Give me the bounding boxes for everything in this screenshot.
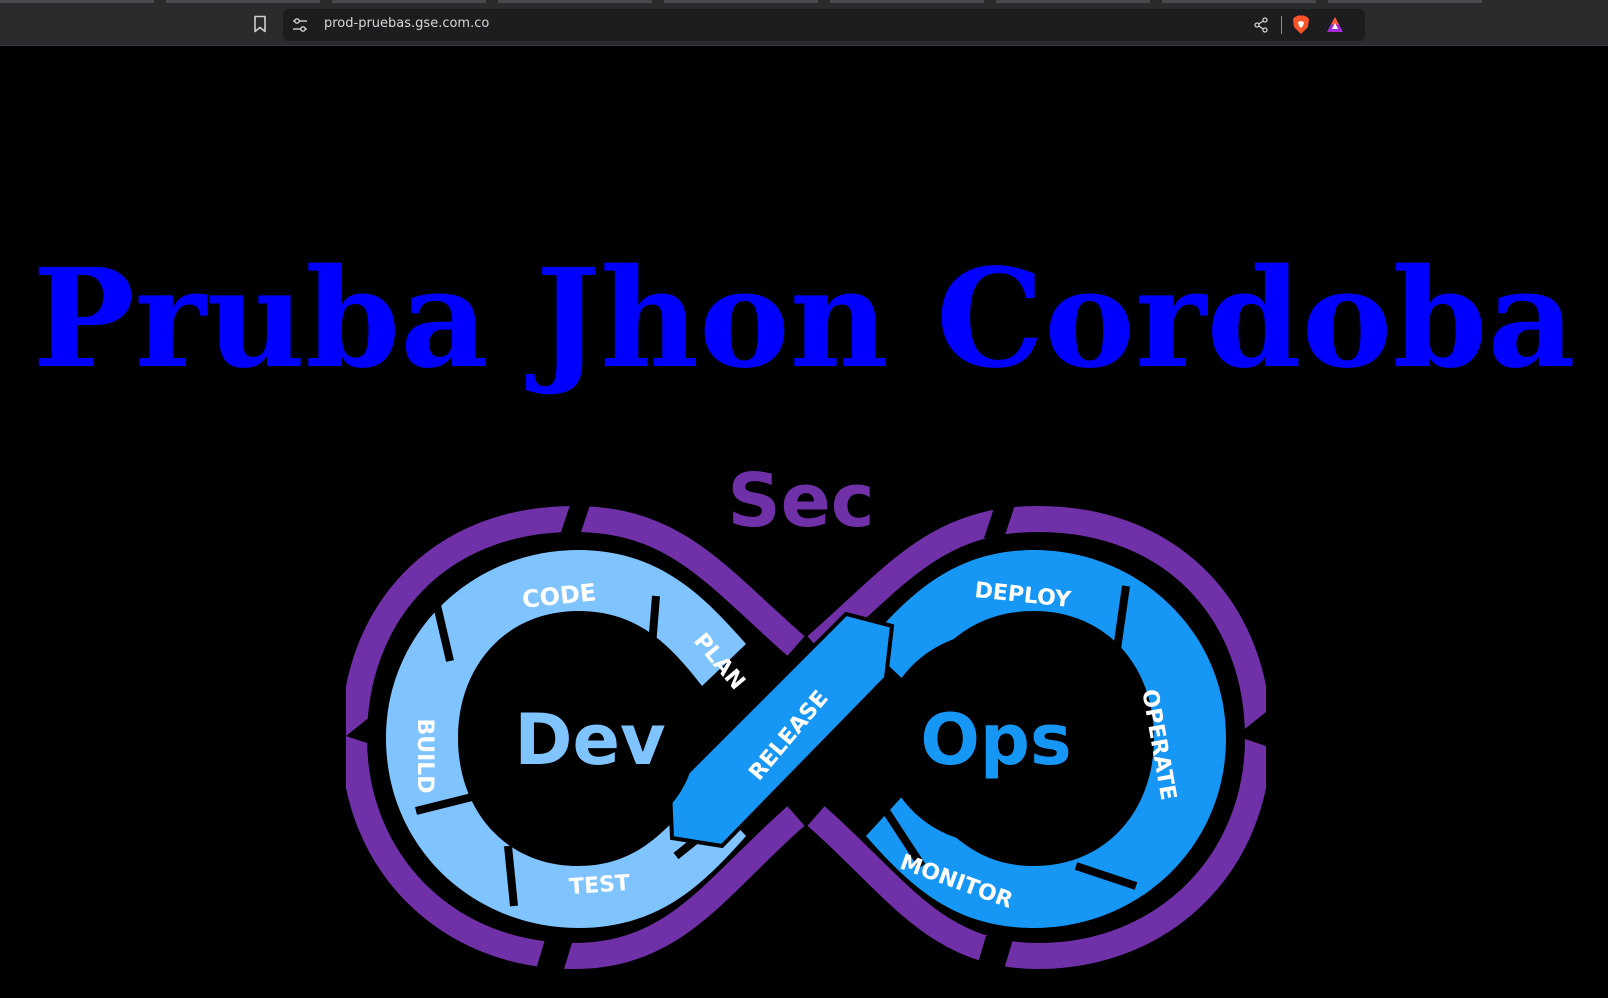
- ring-notches: [346, 502, 1266, 976]
- toolbar-separator: [1281, 16, 1282, 34]
- tab[interactable]: [830, 0, 984, 3]
- tab[interactable]: [166, 0, 320, 3]
- brave-lion-icon[interactable]: [1292, 15, 1310, 35]
- release-band: [667, 611, 895, 849]
- share-icon[interactable]: [1253, 17, 1269, 33]
- tab[interactable]: [996, 0, 1150, 3]
- tab[interactable]: [498, 0, 652, 3]
- tab[interactable]: [1162, 0, 1316, 3]
- ops-hole: [882, 632, 1106, 844]
- tab[interactable]: [664, 0, 818, 3]
- address-bar[interactable]: prod-pruebas.gse.com.co: [283, 9, 1365, 41]
- tab[interactable]: [1328, 0, 1482, 3]
- bookmark-icon[interactable]: [252, 15, 268, 33]
- url-text[interactable]: prod-pruebas.gse.com.co: [324, 16, 490, 31]
- browser-toolbar: prod-pruebas.gse.com.co: [0, 0, 1608, 46]
- devsecops-infinity-logo: Sec Dev Ops CODE PLAN BUILD TEST RELEASE…: [346, 458, 1266, 976]
- page-heading: Pruba Jhon Cordoba: [32, 239, 1576, 399]
- tab[interactable]: [0, 0, 154, 3]
- ops-loop: [866, 550, 1226, 928]
- logo-dev-label: Dev: [514, 699, 665, 781]
- dev-hole: [472, 632, 696, 844]
- brave-rewards-icon[interactable]: [1326, 16, 1344, 34]
- site-info-icon[interactable]: [291, 17, 309, 33]
- logo-ops-label: Ops: [920, 699, 1071, 781]
- stage-test-label: TEST: [568, 871, 630, 900]
- logo-sec-label: Sec: [727, 458, 874, 544]
- tab-strip: [0, 0, 1608, 3]
- page-content: Pruba Jhon Cordoba: [0, 46, 1608, 998]
- stage-build-label: BUILD: [412, 718, 437, 793]
- tab[interactable]: [332, 0, 486, 3]
